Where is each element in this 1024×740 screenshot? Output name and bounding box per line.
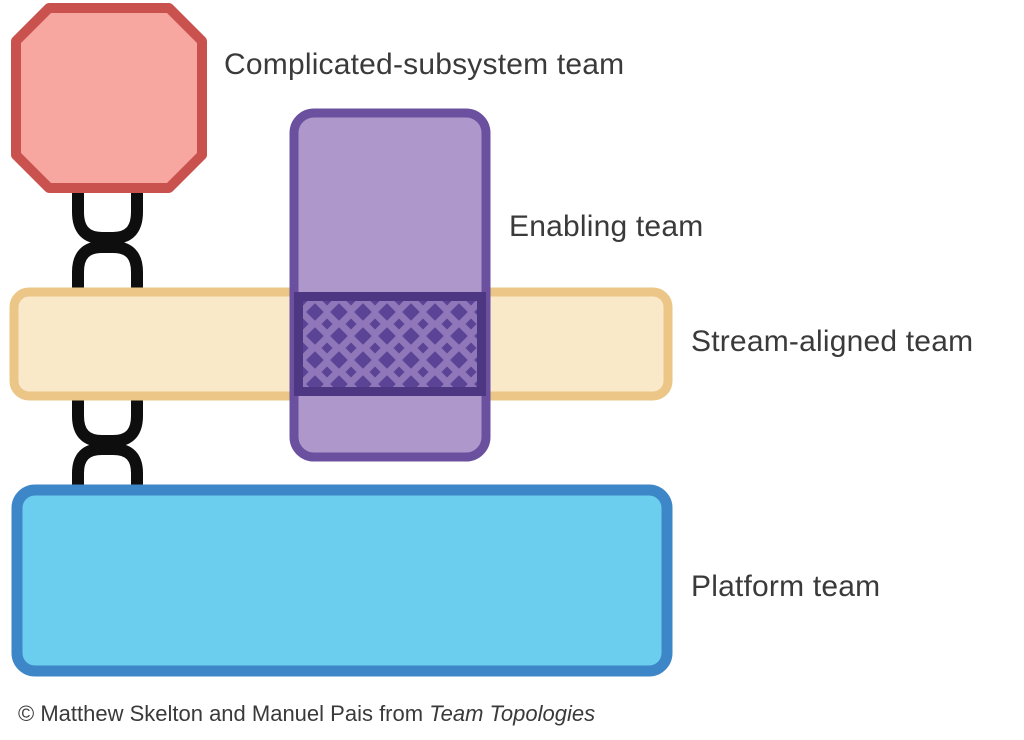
- enabling-shape: [289, 108, 491, 462]
- overlap-hatch: [303, 301, 477, 387]
- platform-team-label: Platform team: [691, 570, 881, 603]
- enabling-stream-overlap: [294, 292, 486, 396]
- chain-link-icon: [72, 184, 143, 244]
- chain-link-icon: [72, 241, 143, 296]
- stream-aligned-label: Stream-aligned team: [691, 325, 974, 358]
- chain-link-icon: [72, 443, 143, 492]
- complicated-subsystem-shape: [11, 3, 207, 193]
- enabling-team-label: Enabling team: [509, 210, 704, 243]
- platform-shape: [11, 484, 673, 677]
- chain-link-icon: [72, 393, 143, 447]
- book-title-text: Team Topologies: [429, 701, 596, 726]
- chain-coupling-bottom: [72, 393, 143, 492]
- complicated-subsystem-label: Complicated-subsystem team: [224, 48, 625, 81]
- copyright-note: © Matthew Skelton and Manuel Pais from T…: [18, 701, 595, 727]
- chain-coupling-top: [72, 184, 143, 296]
- copyright-credit-text: © Matthew Skelton and Manuel Pais from: [18, 701, 430, 726]
